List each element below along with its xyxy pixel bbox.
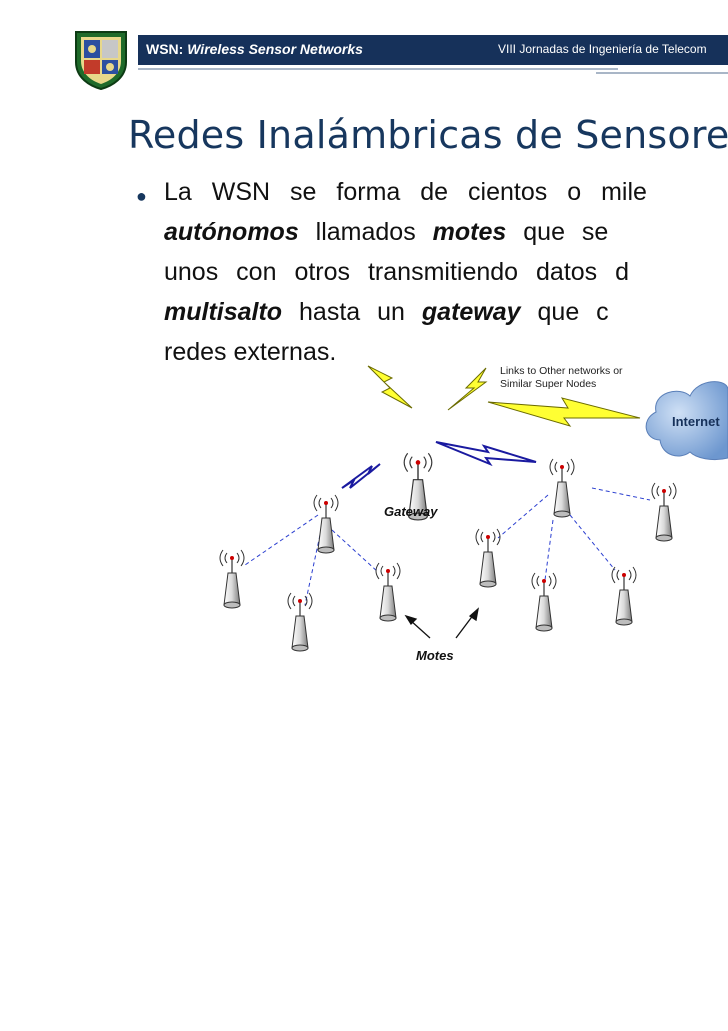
text-run: que se [506, 218, 609, 246]
motes-label: Motes [416, 648, 454, 663]
internet-cloud-icon [645, 381, 728, 461]
emphasis-motes: motes [432, 218, 507, 246]
text-run: llamados [298, 218, 433, 246]
lightning-icon [367, 365, 413, 409]
word: La [164, 178, 192, 206]
internet-label: Internet [672, 414, 720, 429]
mote-links [244, 487, 651, 606]
word: otros [294, 258, 351, 286]
word: redes externas. [164, 338, 337, 366]
word: WSN [211, 178, 271, 206]
sensor-mote-icon [287, 592, 313, 652]
radio-link-bolt [341, 463, 381, 489]
sensor-mote-icon [611, 566, 637, 626]
word: o [567, 178, 582, 206]
university-shield-icon [75, 31, 127, 90]
sensor-mote-icon [475, 528, 501, 588]
bullet-line-2: autónomos llamados motes que se [164, 218, 608, 247]
word: transmitiendo [367, 258, 519, 286]
word: con [236, 258, 277, 286]
links-label-line-2: Similar Super Nodes [500, 378, 596, 390]
word: d [615, 258, 630, 286]
bullet-line-3: unos con otros transmitiendo datos d [164, 258, 629, 287]
sensor-mote-icon [219, 549, 245, 609]
emphasis-gateway: gateway [421, 298, 521, 326]
header-title-bold: WSN: [146, 41, 184, 57]
word: se [290, 178, 317, 206]
bullet-point-icon: ● [136, 186, 147, 206]
radio-link-bolt [435, 441, 537, 467]
lightning-icon [447, 367, 488, 411]
slide-title: Redes Inalámbricas de Sensore [128, 113, 728, 157]
lightning-icon [487, 397, 641, 427]
sensor-mote-icon [651, 482, 677, 542]
word: unos [164, 258, 219, 286]
word: de [420, 178, 449, 206]
word: forma [336, 178, 401, 206]
text-run: que c [520, 298, 609, 326]
gateway-label: Gateway [384, 504, 438, 519]
bullet-line-5: redes externas. [164, 338, 336, 367]
conference-name: VIII Jornadas de Ingeniería de Telecom [498, 42, 707, 56]
sensor-mote-icon [549, 458, 575, 518]
header-title: WSN: Wireless Sensor Networks [146, 41, 363, 57]
word: mile [601, 178, 647, 206]
motes-pointer-arrows [404, 607, 479, 639]
emphasis-multisalto: multisalto [164, 298, 283, 326]
word: datos [536, 258, 598, 286]
bullet-line-1: La WSN se forma de cientos o mile [164, 178, 647, 207]
text-run: hasta un [282, 298, 422, 326]
links-label-line-1: Links to Other networks or [500, 365, 623, 377]
header-title-italic: Wireless Sensor Networks [187, 41, 363, 57]
header-divider [138, 68, 618, 70]
header-divider-step [596, 72, 728, 96]
sensor-mote-icon [375, 562, 401, 622]
word: cientos [468, 178, 548, 206]
sensor-mote-icon [531, 572, 557, 632]
bullet-line-4: multisalto hasta un gateway que c [164, 298, 609, 327]
emphasis-autonomos: autónomos [164, 218, 299, 246]
header-bar [138, 35, 728, 65]
